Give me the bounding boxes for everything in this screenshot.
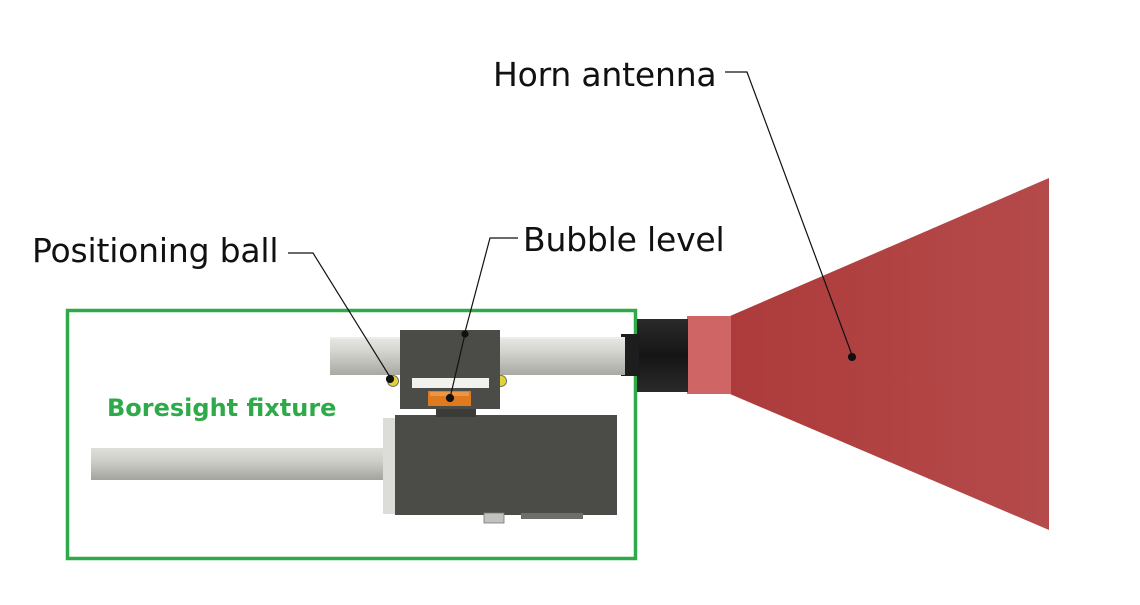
- boresight-fixture-outline: [65, 308, 638, 561]
- lower-mount: [91, 409, 617, 524]
- callout-horn-antenna: [725, 71, 853, 356]
- callout-lines: [288, 71, 857, 403]
- callout-bubble-vial: [449, 333, 466, 399]
- horn-throat: [687, 316, 731, 394]
- positioning-ball-label: Positioning ball: [32, 231, 279, 270]
- horn-flare: [730, 178, 1049, 530]
- horn-antenna: [621, 178, 1049, 530]
- horn-antenna-label: Horn antenna: [493, 55, 717, 94]
- waveguide-adapter: [637, 319, 688, 392]
- bubble-level-label: Bubble level: [523, 220, 725, 259]
- callout-positioning-ball: [288, 252, 391, 378]
- waveguide-flange: [621, 334, 639, 376]
- callout-bubble-level: [464, 237, 518, 333]
- boresight-fixture-label: Boresight fixture: [107, 394, 337, 422]
